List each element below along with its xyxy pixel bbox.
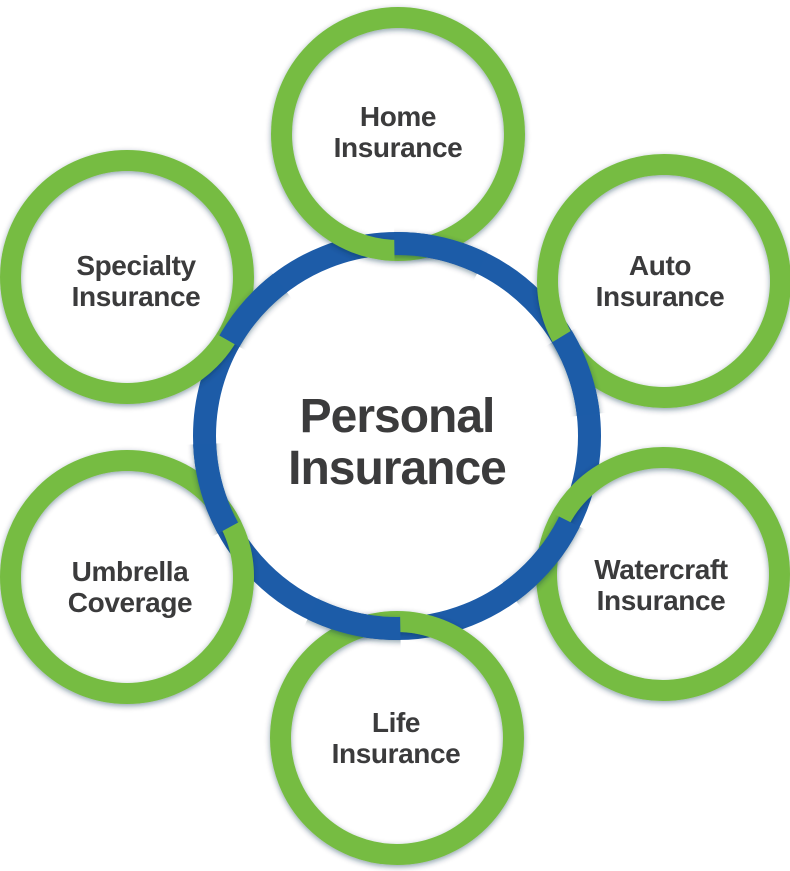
life-insurance-label-line2: Insurance — [331, 738, 461, 769]
umbrella-coverage-label-line2: Coverage — [67, 587, 193, 618]
specialty-insurance-label-line2: Insurance — [71, 281, 201, 312]
life-insurance-label: Life Insurance — [332, 707, 461, 769]
watercraft-insurance-label: Watercraft Insurance — [594, 554, 728, 616]
auto-insurance-label-line1: Auto — [628, 250, 692, 281]
home-insurance-label-line1: Home — [359, 101, 437, 132]
home-insurance-label: Home Insurance — [334, 101, 463, 163]
specialty-insurance-label-line1: Specialty — [76, 250, 196, 281]
central-ring-over-home-insurance — [393, 232, 498, 296]
specialty-insurance-ring — [0, 150, 254, 404]
umbrella-coverage-label-line1: Umbrella — [71, 556, 189, 587]
watercraft-insurance-label-line2: Insurance — [596, 585, 726, 616]
auto-insurance-label-line2: Insurance — [595, 281, 725, 312]
personal-insurance-label: Personal Insurance — [288, 390, 507, 495]
personal-insurance-label-line1: Personal — [299, 390, 496, 443]
life-insurance-label-line1: Life — [371, 707, 421, 738]
umbrella-coverage-label: Umbrella Coverage — [67, 556, 193, 618]
central-ring-over-life-insurance — [296, 576, 401, 640]
auto-insurance-label: Auto Insurance — [596, 250, 725, 312]
specialty-insurance-label: Specialty Insurance — [72, 250, 201, 312]
watercraft-insurance-label-line1: Watercraft — [594, 554, 728, 585]
personal-insurance-label-line2: Insurance — [288, 442, 507, 495]
umbrella-coverage-ring — [0, 450, 254, 704]
home-insurance-label-line2: Insurance — [333, 132, 463, 163]
auto-insurance-ring — [537, 154, 790, 408]
